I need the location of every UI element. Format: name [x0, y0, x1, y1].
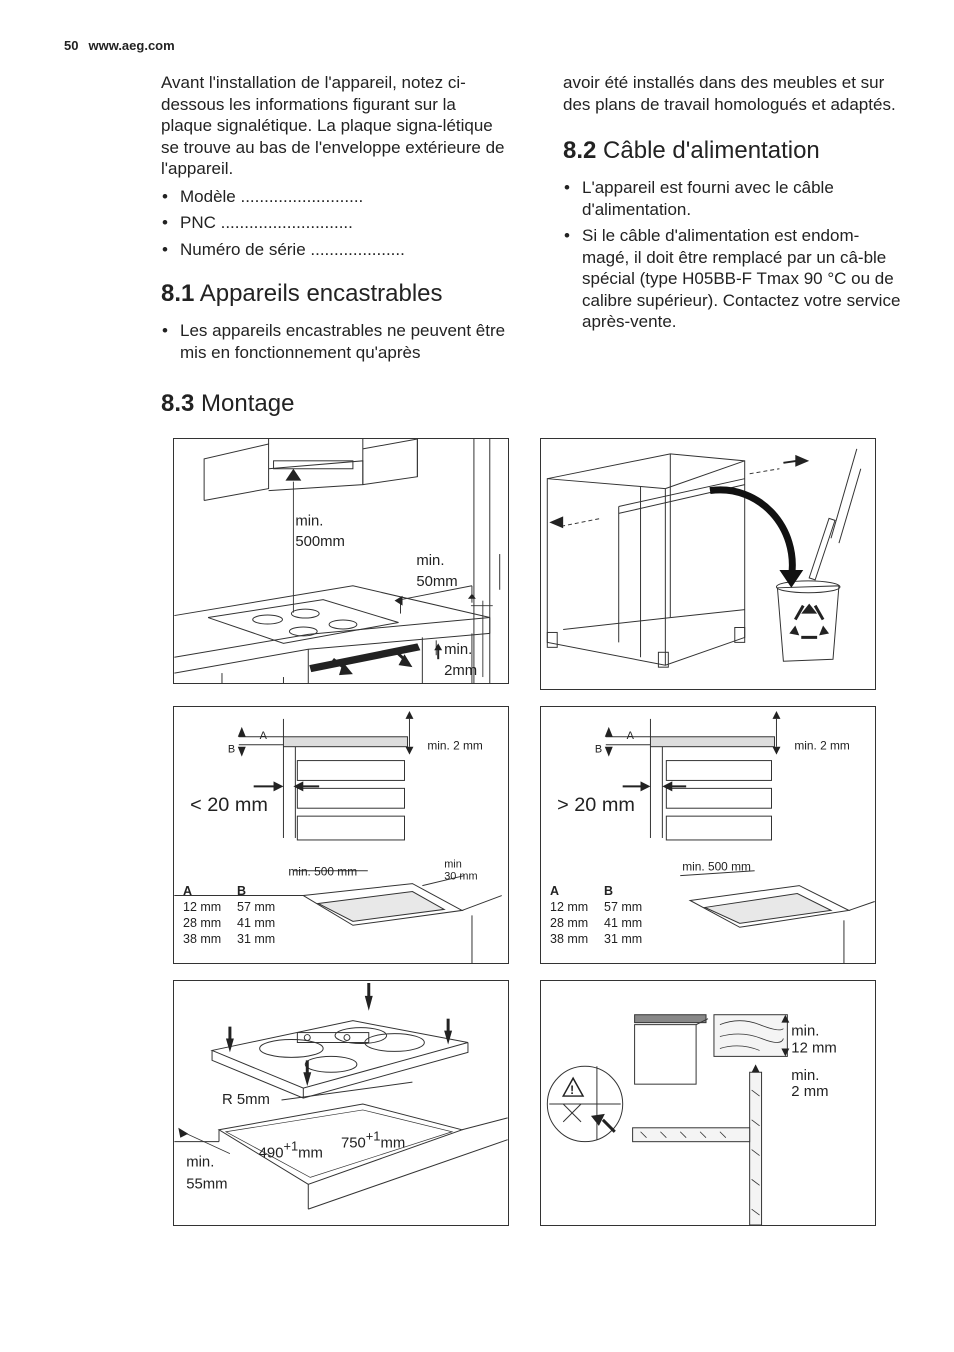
min-500mm-label: min. — [295, 513, 323, 529]
cell-b: 57 mm — [604, 900, 643, 914]
dimension-table: A B 12 mm 57 mm 28 mm 41 mm 38 mm 31 mm — [183, 883, 291, 947]
section-heading-8-3: 8.3 Montage — [161, 390, 294, 418]
cell-a: 28 mm — [550, 916, 589, 930]
tolerance-490: +1 — [283, 1139, 298, 1154]
cell-b: 41 mm — [237, 916, 276, 930]
cell-a: 12 mm — [183, 900, 222, 914]
min-55mm-value: 55mm — [186, 1176, 227, 1192]
table-row: 28 mm 41 mm — [183, 915, 291, 931]
list-item: Numéro de série .................... — [161, 239, 511, 261]
min-500mm-label: min. 500 mm — [682, 860, 751, 874]
section-number: 8.2 — [563, 137, 597, 164]
min-500mm-value: 500mm — [295, 534, 345, 550]
section-title: Montage — [201, 390, 295, 417]
label-b: B — [595, 744, 602, 756]
cell-a: 38 mm — [550, 932, 589, 946]
min-30mm-label: min — [444, 859, 462, 871]
figure-worktop: ! min. 12 mm min. 2 mm — [540, 980, 876, 1226]
column-header-b: B — [604, 884, 614, 898]
table-row: 12 mm 57 mm — [550, 899, 658, 915]
gap-less-20-illustration: A B min. 2 mm < 20 mm min. 500 mm min 30… — [174, 710, 502, 963]
figure-clearances: min. 500mm min. 50mm min. 2mm — [173, 438, 509, 684]
table-row: 12 mm 57 mm — [183, 899, 291, 915]
section-heading-8-2: 8.2 Câble d'alimentation — [563, 137, 903, 165]
continued-paragraph: avoir été installés dans des meubles et … — [563, 73, 896, 114]
figure-remove-crossbar — [540, 438, 876, 690]
section-number: 8.3 — [161, 390, 195, 417]
column-header-a: A — [550, 884, 560, 898]
cell-b: 31 mm — [237, 932, 276, 946]
table-row: 38 mm 31 mm — [183, 931, 291, 947]
min-12mm-label: min. — [791, 1024, 819, 1040]
column-header-b: B — [237, 884, 247, 898]
width-750-label: 750+1mm — [341, 1129, 405, 1152]
label-b: B — [228, 744, 235, 756]
section-number: 8.1 — [161, 280, 195, 307]
recycle-icon — [789, 603, 830, 639]
unit-750: mm — [380, 1136, 405, 1152]
rating-plate-list: Modèle .......................... PNC ..… — [161, 186, 511, 261]
built-in-list: Les appareils encastrables ne peuvent êt… — [161, 320, 511, 363]
cell-a: 28 mm — [183, 916, 222, 930]
left-column: Avant l'installation de l'appareil, note… — [161, 72, 511, 368]
min-30mm-value: 30 mm — [444, 871, 477, 883]
table-row: 28 mm 41 mm — [550, 915, 658, 931]
cabinet-illustration — [546, 448, 862, 668]
cell-a: 38 mm — [183, 932, 222, 946]
section-heading-8-1: 8.1 Appareils encastrables — [161, 280, 511, 308]
min-2mm-label: min. 2 mm — [427, 739, 483, 753]
radius-label: R 5mm — [222, 1092, 270, 1108]
min-50mm-label: min. — [416, 553, 444, 569]
list-item: Les appareils encastrables ne peuvent êt… — [161, 320, 511, 363]
site-url: www.aeg.com — [88, 38, 175, 53]
cable-list: L'appareil est fourni avec le câble d'al… — [563, 177, 903, 333]
min-2mm-label: min. — [444, 642, 472, 658]
list-item: Si le câble d'alimentation est endom-mag… — [563, 225, 903, 333]
min-500mm-label: min. 500 mm — [288, 865, 357, 879]
label-a: A — [627, 730, 635, 742]
label-a: A — [260, 730, 268, 742]
page-header: 50 www.aeg.com — [64, 38, 175, 53]
width-490-value: 490 — [259, 1146, 284, 1162]
min-50mm-value: 50mm — [416, 574, 457, 590]
min-55mm-label: min. — [186, 1154, 214, 1170]
right-column: avoir été installés dans des meubles et … — [563, 72, 903, 338]
dimension-table: A B 12 mm 57 mm 28 mm 41 mm 38 mm 31 mm — [550, 883, 658, 947]
width-750-value: 750 — [341, 1136, 366, 1152]
list-item: Modèle .......................... — [161, 186, 511, 208]
min-2mm-value: 2mm — [444, 663, 477, 679]
cell-a: 12 mm — [550, 900, 589, 914]
table-row: 38 mm 31 mm — [550, 931, 658, 947]
worktop-illustration: ! min. 12 mm min. 2 mm — [546, 1014, 837, 1225]
warning-icon: ! — [570, 1083, 574, 1097]
list-item: PNC ............................ — [161, 212, 511, 234]
intro-paragraph: Avant l'installation de l'appareil, note… — [161, 73, 505, 178]
cutout-illustration: R 5mm 490+1mm 750+1mm min. 55mm — [174, 982, 508, 1210]
figure-cutout: R 5mm 490+1mm 750+1mm min. 55mm — [173, 980, 509, 1226]
cell-b: 31 mm — [604, 932, 643, 946]
width-490-label: 490+1mm — [259, 1139, 323, 1162]
gap-more-20-illustration: A B min. 2 mm > 20 mm min. 500 mm — [557, 710, 875, 963]
gap-label: > 20 mm — [557, 794, 635, 816]
section-title: Câble d'alimentation — [603, 137, 820, 164]
min-2mm-value: 2 mm — [791, 1084, 828, 1100]
cell-b: 41 mm — [604, 916, 643, 930]
figure-gap-less-20: A B min. 2 mm < 20 mm min. 500 mm min 30… — [173, 706, 509, 964]
min-12mm-value: 12 mm — [791, 1040, 836, 1056]
figure-gap-more-20: A B min. 2 mm > 20 mm min. 500 mm A B 12 … — [540, 706, 876, 964]
gap-label: < 20 mm — [190, 794, 268, 816]
min-2mm-label: min. — [791, 1068, 819, 1084]
unit-490: mm — [298, 1146, 323, 1162]
section-title: Appareils encastrables — [199, 280, 443, 307]
min-2mm-label: min. 2 mm — [794, 739, 850, 753]
clearances-illustration: min. 500mm min. 50mm min. 2mm — [174, 439, 501, 683]
cell-b: 57 mm — [237, 900, 276, 914]
column-header-a: A — [183, 884, 193, 898]
page-number: 50 — [64, 38, 79, 53]
list-item: L'appareil est fourni avec le câble d'al… — [563, 177, 903, 220]
tolerance-750: +1 — [366, 1129, 381, 1144]
